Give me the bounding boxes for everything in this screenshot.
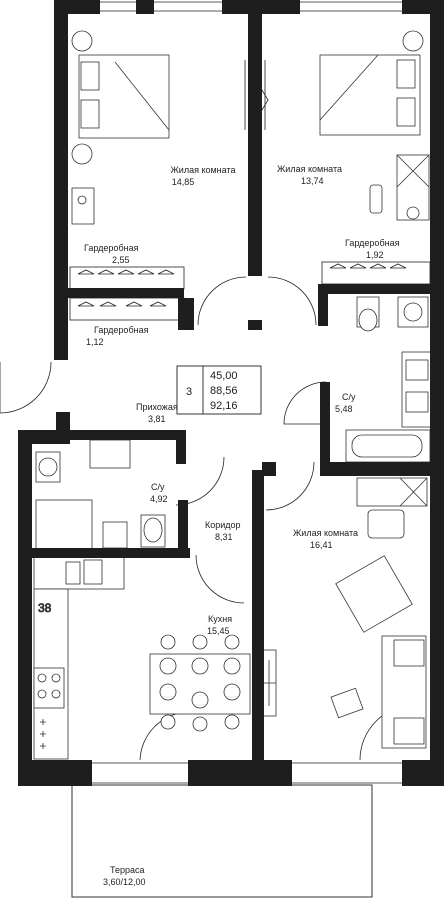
svg-text:Жилая комната: Жилая комната [293,528,358,538]
svg-text:С/у: С/у [342,392,356,402]
svg-text:3,81: 3,81 [148,414,166,424]
room-label-living1: Жилая комната 14,85 [170,165,235,187]
svg-text:13,74: 13,74 [301,176,324,186]
nightstands [71,30,424,165]
terrace [71,784,373,898]
room-label-wardrobe1: Гардеробная 2,55 [84,243,139,265]
wardrobe-doors [244,60,269,130]
decor-living1 [71,187,95,225]
svg-text:5,48: 5,48 [335,404,353,414]
svg-text:Кухня: Кухня [208,614,232,624]
summary-box: 3 45,00 88,56 92,16 [176,365,262,415]
svg-text:14,85: 14,85 [172,177,195,187]
svg-text:Прихожая: Прихожая [136,402,178,412]
desk-living2 [369,154,430,221]
svg-text:С/у: С/у [151,482,165,492]
room-label-bath1: С/у 5,48 [335,392,356,414]
bed-1 [78,54,170,139]
dining-table [149,634,251,732]
kitchen-fixtures: 38 [33,554,125,760]
svg-text:Гардеробная: Гардеробная [84,243,139,253]
svg-text:2,55: 2,55 [112,255,130,265]
svg-text:3,60/12,00: 3,60/12,00 [103,877,146,887]
svg-text:Жилая комната: Жилая комната [277,164,342,174]
room-label-kitchen: Кухня 15,45 [207,614,232,636]
living3-furniture [261,477,428,749]
svg-text:4,92: 4,92 [150,494,168,504]
living-area: 45,00 [210,370,238,382]
svg-text:Коридор: Коридор [205,520,241,530]
svg-text:Жилая комната: Жилая комната [170,165,235,175]
bed-2 [319,54,421,136]
svg-text:Гардеробная: Гардеробная [345,238,400,248]
bathroom-1-fixtures [345,296,433,463]
room-label-hall: Прихожая 3,81 [136,402,178,424]
total-area: 88,56 [210,385,238,397]
svg-text:15,45: 15,45 [207,626,230,636]
rooms-count: 3 [186,386,192,398]
room-label-terrace: Терраса 3,60/12,00 [103,865,146,887]
svg-text:Терраса: Терраса [110,865,145,875]
room-label-wardrobe3: Гардеробная 1,12 [86,325,149,347]
total-with-terrace: 92,16 [210,400,238,412]
room-label-living3: Жилая комната 16,41 [293,528,358,550]
room-label-living2: Жилая комната 13,74 [277,164,342,186]
svg-text:1,92: 1,92 [366,250,384,260]
svg-text:16,41: 16,41 [310,540,333,550]
windows [92,1,402,784]
svg-text:Гардеробная: Гардеробная [94,325,149,335]
bathroom-2-fixtures [35,439,166,551]
walls [18,0,444,786]
room-label-wardrobe2: Гардеробная 1,92 [345,238,400,260]
svg-text:1,12: 1,12 [86,337,104,347]
room-label-corridor: Коридор 8,31 [205,520,241,542]
room-label-bath2: С/у 4,92 [150,482,168,504]
svg-text:38: 38 [38,601,52,615]
svg-text:8,31: 8,31 [215,532,233,542]
